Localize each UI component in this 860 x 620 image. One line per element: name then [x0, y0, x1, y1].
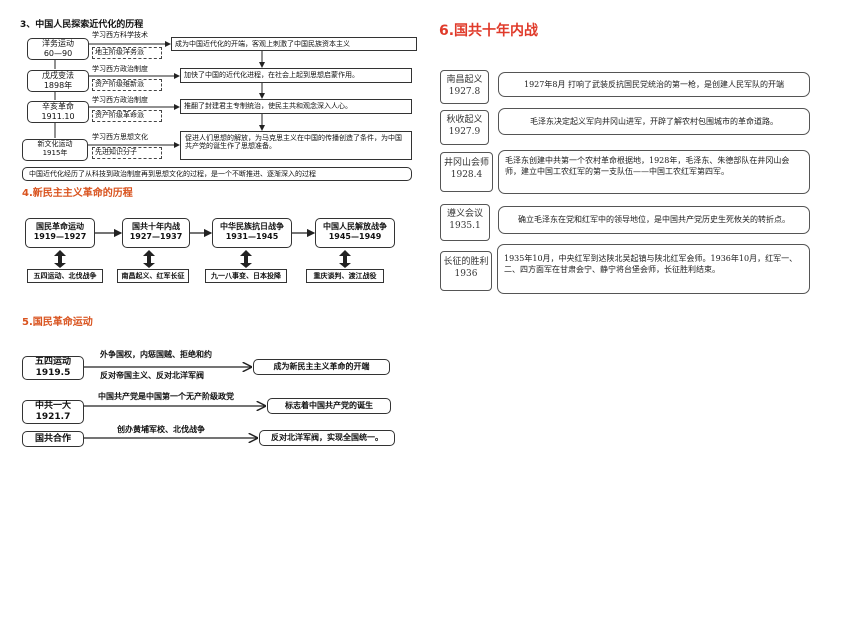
s4-stage-name: 中华民族抗日战争	[220, 222, 284, 231]
s4-stage-years: 1919—1927	[33, 232, 87, 241]
s6-event-date: 1927.8	[448, 87, 481, 97]
section4-title: 4.新民主主义革命的历程	[22, 188, 133, 199]
s4-stage-years: 1931—1945	[225, 232, 279, 241]
s5-left-name: 国共合作	[34, 434, 71, 444]
s3-summary-box: 中国近代化经历了从科技到政治制度再到思想文化的过程，是一个不断推进、逐渐深入的过…	[22, 167, 412, 181]
section3-title: 3、中国人民探索近代化的历程	[20, 20, 144, 30]
s3-below-box: 资产阶级革命派	[92, 110, 162, 122]
s4-stage-name: 国民革命运动	[36, 222, 84, 231]
s5-above-label: 中国共产党是中国第一个无产阶级政党	[98, 392, 234, 401]
s5-right-box: 反对北洋军阀，实现全国统一。	[259, 430, 395, 446]
s6-event-name: 长征的胜利	[443, 257, 489, 267]
s5-right-box: 标志着中国共产党的诞生	[267, 398, 391, 414]
s4-stage-box: 中国人民解放战争 1945—1949	[315, 218, 395, 248]
s6-desc-box: 确立毛泽东在党和红军中的领导地位，是中国共产党历史生死攸关的转折点。	[498, 206, 810, 234]
s3-below-box: 资产阶级维新派	[92, 79, 162, 91]
s6-event-date: 1927.9	[448, 127, 481, 137]
s3-below-box: 先进知识分子	[92, 147, 162, 159]
section5-title: 5.国民革命运动	[22, 317, 93, 328]
s6-left-box: 长征的胜利 1936	[440, 251, 492, 291]
s3-right-box: 成为中国近代化的开端，客观上刺激了中国民族资本主义	[171, 37, 417, 51]
s6-event-name: 南昌起义	[446, 75, 483, 85]
s6-left-box: 遵义会议 1935.1	[440, 204, 490, 241]
s4-event-box: 南昌起义、红军长征	[117, 269, 189, 283]
s4-stage-name: 国共十年内战	[132, 222, 180, 231]
s5-above-label: 外争国权，内惩国贼、拒绝和约	[100, 350, 212, 359]
s6-event-name: 秋收起义	[446, 115, 483, 125]
s6-event-date: 1935.1	[449, 221, 481, 231]
section6-title: 6.国共十年内战	[439, 23, 539, 39]
s4-stage-years: 1945—1949	[328, 232, 382, 241]
s4-stage-years: 1927—1937	[129, 232, 183, 241]
s4-stage-name: 中国人民解放战争	[323, 222, 387, 231]
s4-stage-box: 国共十年内战 1927—1937	[122, 218, 190, 248]
s3-left-box: 洋务运动 60—90	[27, 38, 89, 60]
s3-right-box: 促进人们思想的解放，为马克思主义在中国的传播创造了条件，为中国共产党的诞生作了思…	[180, 131, 412, 160]
s3-above-label: 学习西方政治制度	[92, 65, 148, 73]
s4-stage-box: 中华民族抗日战争 1931—1945	[212, 218, 292, 248]
s5-left-box: 国共合作	[22, 431, 84, 447]
s5-left-date: 1921.7	[35, 412, 71, 422]
s3-below-box: 地主阶级洋务派	[92, 47, 162, 59]
s6-event-name: 井冈山会师	[443, 158, 489, 168]
s6-left-box: 南昌起义 1927.8	[440, 70, 489, 104]
s6-desc-box: 1935年10月，中央红军到达陕北吴起镇与陕北红军会师。1936年10月，红军一…	[497, 244, 810, 294]
s3-left-box: 新文化运动 1915年	[22, 139, 88, 161]
s4-event-box: 九一八事变、日本投降	[205, 269, 287, 283]
s3-left-box: 戊戌变法 1898年	[27, 70, 89, 92]
s6-event-date: 1928.4	[450, 170, 483, 180]
s5-below-label: 反对帝国主义、反对北洋军阀	[100, 371, 204, 380]
s6-event-name: 遵义会议	[446, 209, 483, 219]
s4-event-box: 五四运动、北伐战争	[27, 269, 103, 283]
s5-right-box: 成为新民主主义革命的开端	[253, 359, 390, 375]
s3-right-box: 加快了中国的近代化进程，在社会上起到思想启蒙作用。	[180, 68, 412, 83]
s6-desc-box: 毛泽东创建中共第一个农村革命根据地，1928年，毛泽东、朱德部队在井冈山会师，建…	[498, 150, 810, 194]
s6-desc-box: 毛泽东决定起义军向井冈山进军，开辟了解农村包围城市的革命道路。	[498, 108, 810, 135]
s3-above-label: 学习西方政治制度	[92, 96, 148, 104]
s5-left-box: 五四运动 1919.5	[22, 356, 84, 380]
s6-left-box: 秋收起义 1927.9	[440, 110, 489, 145]
s5-left-box: 中共一大 1921.7	[22, 400, 84, 424]
s5-left-name: 中共一大	[34, 401, 71, 411]
s3-above-label: 学习西方科学技术	[92, 31, 148, 39]
s3-above-label: 学习西方思想文化	[92, 133, 148, 141]
s6-desc-box: 1927年8月 打响了武装反抗国民党统治的第一枪，是创建人民军队的开端	[498, 72, 810, 97]
s5-above-label: 创办黄埔军校、北伐战争	[117, 425, 205, 434]
s6-left-box: 井冈山会师 1928.4	[440, 152, 493, 192]
s5-left-date: 1919.5	[35, 368, 71, 378]
s6-event-date: 1936	[454, 269, 478, 279]
s5-left-name: 五四运动	[34, 357, 71, 367]
s3-left-box: 辛亥革命 1911.10	[27, 101, 89, 123]
s4-stage-box: 国民革命运动 1919—1927	[25, 218, 95, 248]
s4-event-box: 重庆谈判、渡江战役	[306, 269, 384, 283]
s3-right-box: 推翻了封建君主专制统治，使民主共和观念深入人心。	[180, 99, 412, 114]
